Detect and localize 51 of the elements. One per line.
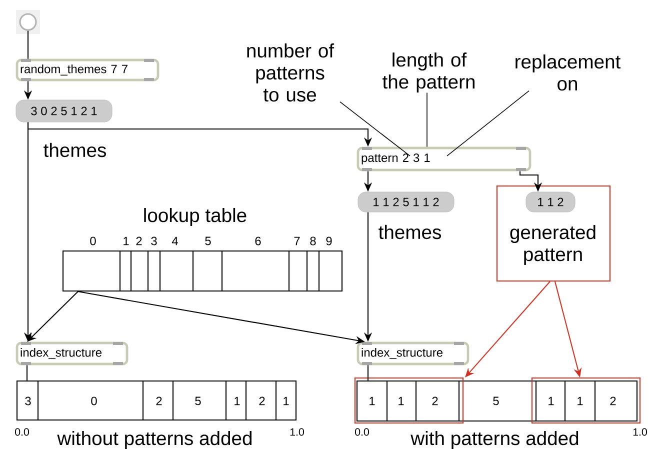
cell-number: 2 [259,396,265,406]
cell-number: 5 [195,396,201,406]
index-number: 1 [124,236,129,246]
cell-number: 2 [432,396,438,406]
object-box: index_structure [356,342,470,366]
bar-caption: with patterns added [410,430,578,449]
cell-number: 1 [284,396,289,406]
annotation-text: replacement on [516,54,621,91]
index-number: 0 [90,236,96,246]
index-number: 4 [172,236,178,246]
cell-number: 1 [234,396,240,406]
stream-label: themes [44,142,106,158]
cell-number: 1 [370,396,375,406]
cell-number: 1 [578,396,583,406]
highlight-frame [531,377,641,424]
scale-value: 1.0 [290,428,304,436]
cell-number: 1 [398,396,404,406]
index-number: 8 [310,236,316,246]
cell-number: 5 [493,396,499,406]
connector-line [367,365,369,380]
message-box: 1 1 2 5 1 1 2 [358,192,454,212]
highlight-frame [354,377,464,424]
scale-value: 0.0 [355,428,369,436]
index-number: 6 [255,236,261,246]
bar-caption: without patterns added [57,430,252,449]
leader-line [426,92,428,148]
connector-line [27,30,29,59]
leader-line [446,90,530,156]
stream-label: themes [378,224,441,240]
message-box: 1 1 2 [526,192,576,212]
scale-value: 1.0 [633,428,647,436]
cell-number: 2 [610,396,616,406]
object-box: pattern 2 3 1 [356,146,532,172]
cell-number: 0 [91,396,97,406]
index-number: 9 [326,236,332,246]
cell-number: 2 [156,396,162,406]
object-box: random_themes 7 7 [16,58,160,82]
message-box: 3 0 2 5 1 2 1 [16,100,112,122]
object-box: index_structure [16,342,128,366]
leader-line [340,101,410,156]
cell-number: 1 [548,396,554,406]
annotation-text: length of the pattern [382,52,474,92]
cell-number: 3 [25,396,31,406]
index-number: 3 [151,236,157,246]
table-title: lookup table [144,208,246,226]
index-number: 7 [294,236,300,246]
annotation-text: number of patterns to use [247,43,334,102]
index-number: 2 [136,236,142,246]
connector-line [26,365,28,380]
index-number: 5 [205,236,211,246]
scale-value: 0.0 [15,428,30,436]
